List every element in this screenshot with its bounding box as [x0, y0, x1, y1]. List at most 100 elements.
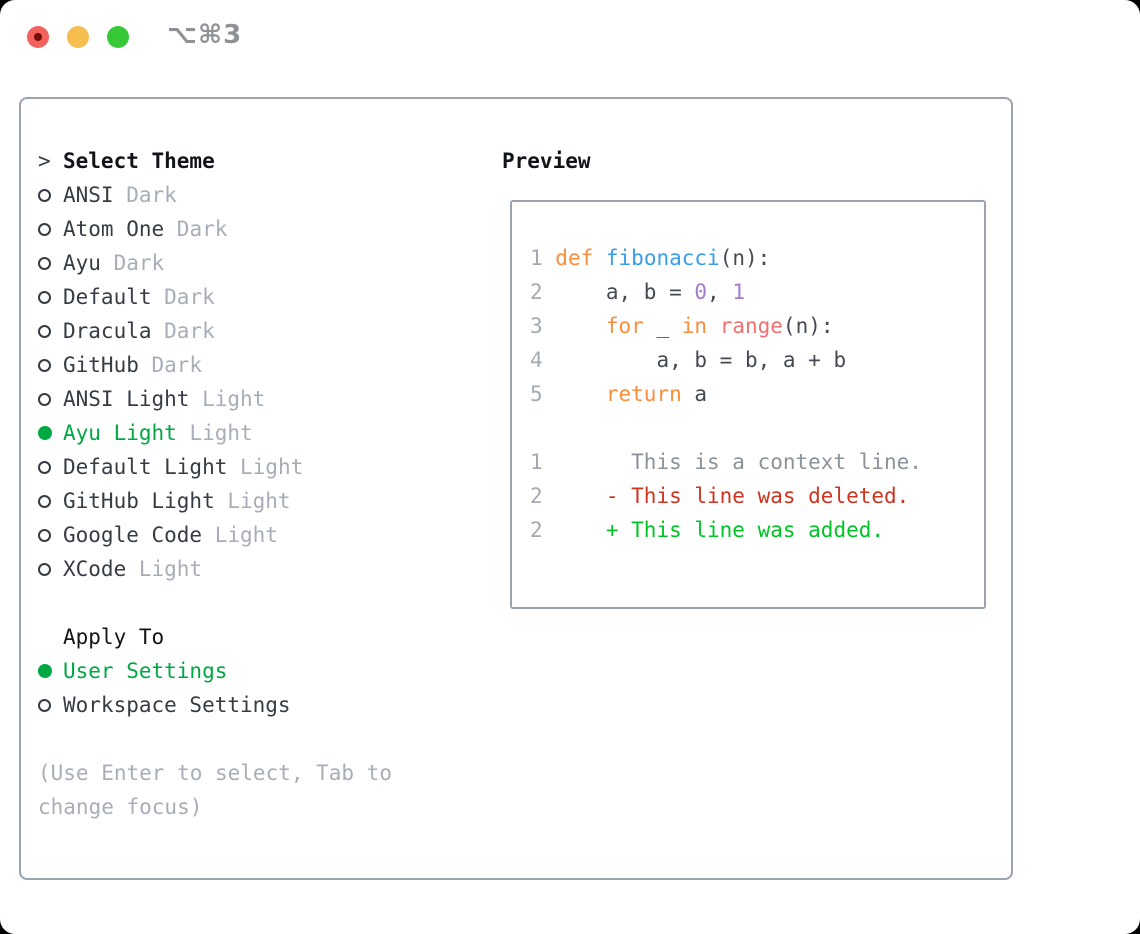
code-token: 0 [694, 280, 708, 304]
apply-to-option[interactable]: User Settings [38, 654, 392, 688]
code-token [555, 382, 606, 406]
diff-text: + This line was added. [555, 518, 885, 542]
theme-option-label: ANSI Light [63, 387, 190, 411]
radio-icon [38, 528, 63, 542]
radio-icon [38, 358, 63, 372]
theme-variant-label: Light [126, 557, 203, 581]
theme-variant-label: Light [176, 421, 253, 445]
theme-option-label: Default [63, 285, 152, 309]
code-line: 4 a, b = b, a + b [530, 348, 984, 382]
code-token: range [719, 314, 783, 338]
theme-variant-label: Light [189, 387, 266, 411]
code-line: 5 return a [530, 382, 984, 416]
theme-variant-label: Dark [164, 217, 228, 241]
blank-line [530, 416, 984, 450]
diff-line-added: 2 + This line was added. [530, 518, 984, 552]
diff-line-context: 1 This is a context line. [530, 450, 984, 484]
theme-option-label: GitHub [63, 353, 139, 377]
help-text: (Use Enter to select, Tab to change focu… [38, 761, 393, 819]
line-number: 2 [530, 280, 556, 304]
theme-option[interactable]: Ayu Light Light [38, 416, 392, 450]
theme-variant-label: Light [202, 523, 278, 547]
radio-selected-icon [38, 426, 63, 440]
theme-option-label: Google Code [63, 523, 203, 547]
radio-icon [38, 290, 63, 304]
radio-icon [38, 222, 63, 236]
line-number: 1 [530, 450, 556, 474]
theme-option[interactable]: ANSI Dark [38, 178, 392, 212]
theme-option[interactable]: Ayu Dark [38, 246, 392, 280]
theme-option[interactable]: ANSI Light Light [38, 382, 392, 416]
line-number: 2 [530, 518, 556, 542]
apply-to-title: Apply To [63, 625, 165, 649]
theme-variant-label: Dark [138, 353, 203, 377]
theme-option[interactable]: Atom One Dark [38, 212, 392, 246]
radio-icon [38, 324, 63, 338]
minimize-button[interactable] [67, 26, 89, 48]
zoom-button[interactable] [107, 26, 129, 48]
code-token: for [605, 314, 644, 338]
theme-option[interactable]: GitHub Dark [38, 348, 392, 382]
radio-icon [38, 494, 63, 508]
theme-option[interactable]: Default Light Light [38, 450, 392, 484]
code-token: a, b = b, a + b [555, 348, 847, 372]
code-token: (n): [782, 314, 834, 338]
radio-icon [38, 562, 63, 576]
titlebar: ⌥⌘3 [0, 0, 1140, 70]
code-token: 1 [732, 280, 745, 304]
theme-option-label: XCode [63, 557, 127, 581]
code-token: def [555, 246, 594, 270]
theme-option-label: Atom One [63, 217, 165, 241]
code-token [707, 314, 720, 338]
theme-option[interactable]: Google Code Light [38, 518, 392, 552]
theme-option-label: Dracula [63, 319, 152, 343]
spacer [38, 586, 392, 620]
theme-option[interactable]: GitHub Light Light [38, 484, 392, 518]
window-shortcut-label: ⌥⌘3 [167, 20, 243, 50]
theme-variant-label: Light [227, 455, 304, 479]
theme-option-label: GitHub Light [63, 489, 215, 513]
theme-option-label: Default Light [63, 455, 228, 479]
radio-icon [38, 188, 63, 202]
theme-option[interactable]: XCode Light [38, 552, 392, 586]
diff-text: This is a context line. [555, 450, 922, 474]
theme-option[interactable]: Dracula Dark [38, 314, 392, 348]
radio-icon [38, 698, 63, 712]
radio-selected-icon [38, 664, 63, 678]
traffic-lights [27, 26, 129, 48]
code-token: return [605, 382, 682, 406]
preview-title: Preview [502, 149, 591, 173]
select-theme-title: Select Theme [63, 149, 215, 173]
close-button[interactable] [27, 26, 49, 48]
diff-lines: 1 This is a context line.2 - This line w… [530, 450, 984, 552]
cursor-marker-icon: > [38, 149, 51, 173]
code-line: 3 for _ in range(n): [530, 314, 984, 348]
theme-variant-label: Dark [151, 285, 215, 309]
diff-line-deleted: 2 - This line was deleted. [530, 484, 984, 518]
code-token: (n): [719, 246, 771, 270]
code-line: 2 a, b = 0, 1 [530, 280, 984, 314]
apply-to-option-label: Workspace Settings [63, 693, 291, 717]
diff-text: - This line was deleted. [555, 484, 910, 508]
code-token: _ [643, 314, 682, 338]
radio-icon [38, 460, 63, 474]
theme-option[interactable]: Default Dark [38, 280, 392, 314]
code-line: 1 def fibonacci(n): [530, 246, 984, 280]
code-token: in [681, 314, 708, 338]
line-number: 2 [530, 484, 556, 508]
theme-variant-label: Light [214, 489, 291, 513]
line-number: 5 [530, 382, 556, 406]
apply-to-option[interactable]: Workspace Settings [38, 688, 392, 722]
apply-to-option-label: User Settings [63, 659, 228, 683]
line-number: 3 [530, 314, 556, 338]
theme-variant-label: Dark [151, 319, 215, 343]
select-theme-header: > Select Theme [38, 144, 392, 178]
theme-option-label: ANSI [63, 183, 114, 207]
